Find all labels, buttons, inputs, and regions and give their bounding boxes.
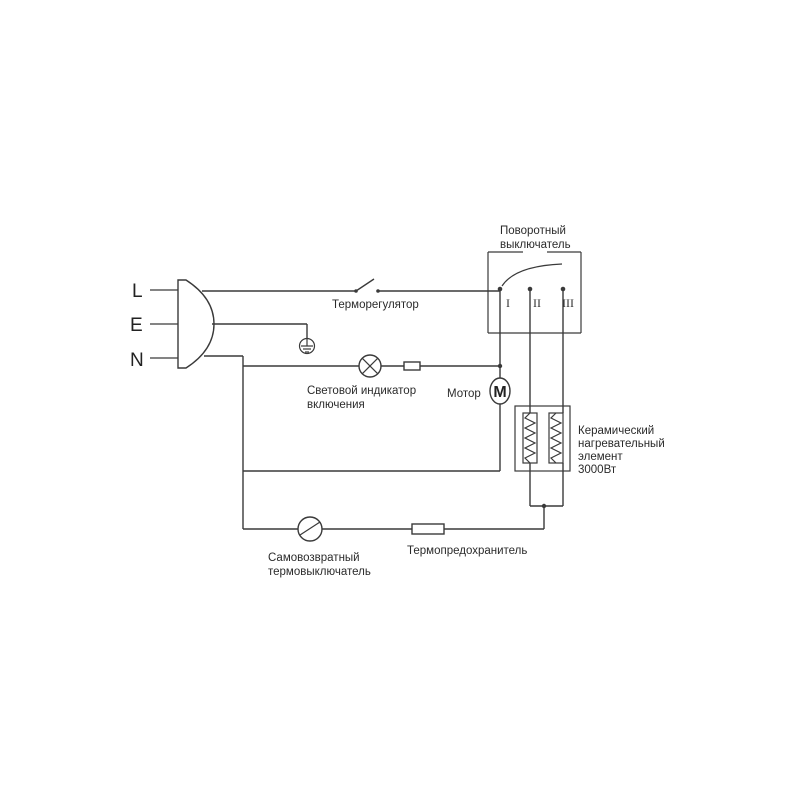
heater-label-line2: нагревательный <box>578 438 665 450</box>
auto-reset-thermostat-icon <box>297 516 323 542</box>
motor-symbol: M <box>493 384 506 401</box>
heater-label-line1: Керамический <box>578 425 654 437</box>
rotary-switch-label-line1: Поворотный <box>500 225 566 237</box>
switch-position-III: III <box>562 296 574 310</box>
thermal-fuse-label: Термопредохранитель <box>407 545 527 557</box>
terminal-E-label: E <box>130 315 143 336</box>
rotary-switch-arm-icon <box>501 263 563 287</box>
heater-label-line3: элемент <box>578 451 623 463</box>
motor-label: Мотор <box>447 388 481 400</box>
auto-reset-label-line2: термовыключатель <box>268 566 371 578</box>
indicator-lamp-icon <box>358 354 382 378</box>
heater-coil-left-icon <box>522 412 538 464</box>
heater-coil-right-icon <box>548 412 564 464</box>
indicator-label-line1: Световой индикатор <box>307 385 416 397</box>
junction-heater <box>541 503 547 509</box>
auto-reset-label-line1: Самовозвратный <box>268 552 360 564</box>
heater-housing <box>514 405 571 472</box>
thermal-fuse-icon <box>411 523 445 535</box>
rotary-switch-label-line2: выключатель <box>500 239 571 251</box>
switch-position-II: II <box>533 296 541 310</box>
indicator-label-line2: включения <box>307 399 365 411</box>
plug-icon <box>177 279 215 369</box>
thermostat-label: Терморегулятор <box>332 299 419 311</box>
heater-label-line4: 3000Вт <box>578 464 617 476</box>
thermostat-switch-icon <box>355 278 375 292</box>
indicator-resistor-icon <box>403 361 421 371</box>
terminal-N-label: N <box>130 350 144 371</box>
switch-position-I: I <box>506 296 510 310</box>
ground-icon <box>298 337 316 355</box>
terminal-L-label: L <box>132 281 143 302</box>
